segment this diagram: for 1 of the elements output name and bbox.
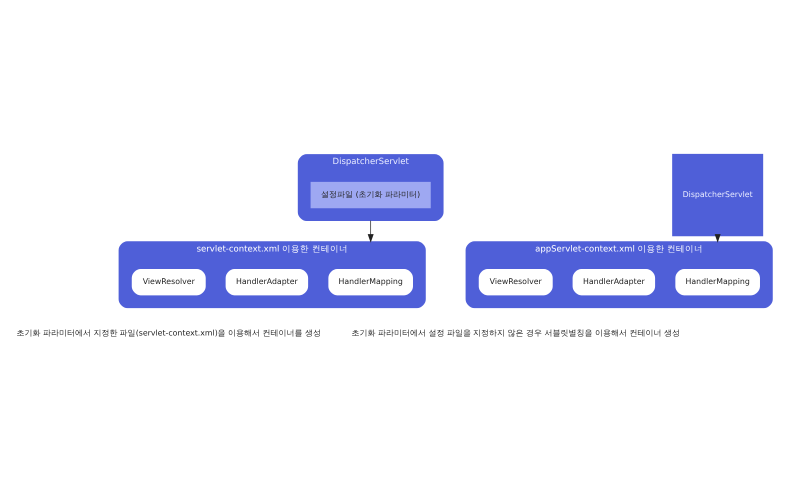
arrow — [368, 220, 374, 242]
